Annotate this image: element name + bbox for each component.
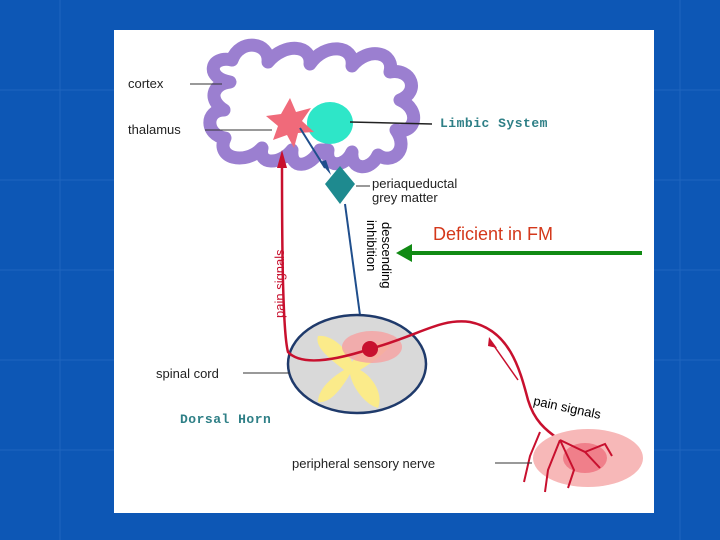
cortex-shape bbox=[203, 38, 421, 174]
periaqueductal-grey-shape bbox=[325, 166, 355, 204]
spinal-cord-label: spinal cord bbox=[156, 366, 219, 381]
thalamus-shape bbox=[266, 98, 314, 148]
limbic-system-shape bbox=[307, 102, 353, 144]
thalamus-label: thalamus bbox=[128, 122, 181, 137]
dorsal-horn-label: Dorsal Horn bbox=[180, 412, 272, 427]
cortex-label: cortex bbox=[128, 76, 164, 91]
descending-label-line1: descending bbox=[379, 222, 394, 289]
periaqueductal-label-line2: grey matter bbox=[372, 190, 438, 205]
peripheral-nerve-label: peripheral sensory nerve bbox=[292, 456, 436, 471]
deficient-annotation: Deficient in FM bbox=[433, 224, 554, 244]
deficiency-arrowhead bbox=[396, 244, 412, 262]
descending-label-line2: inhibition bbox=[364, 220, 379, 272]
periaqueductal-label-line1: periaqueductal bbox=[372, 176, 458, 191]
pain-signals-vertical-label: pain signals bbox=[272, 249, 287, 318]
limbic-system-label: Limbic System bbox=[440, 116, 548, 131]
